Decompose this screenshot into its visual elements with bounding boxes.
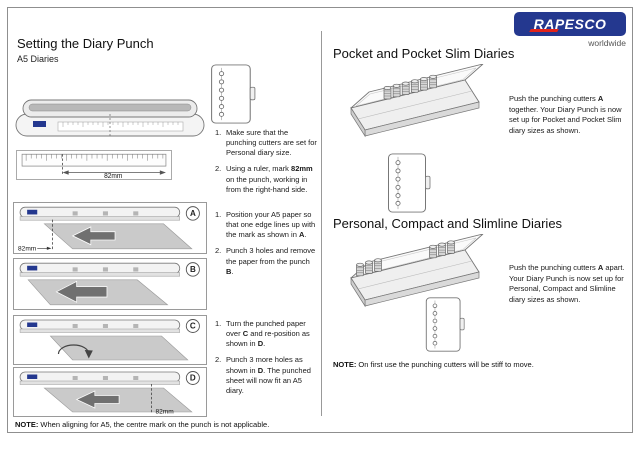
ruler-drawing: 82mm bbox=[21, 153, 167, 179]
open-punch-apart-illustration bbox=[335, 234, 507, 326]
panel-b-drawing: B bbox=[19, 262, 200, 306]
figure-panel-a: 82mm A bbox=[13, 202, 207, 254]
paper-sheet bbox=[43, 223, 193, 250]
position-steps: 1. Position your A5 paper so that one ed… bbox=[215, 210, 317, 277]
panel-letter: A bbox=[190, 209, 196, 218]
figure-panel-d: 82mm D bbox=[13, 367, 207, 417]
diary-drawing bbox=[388, 153, 431, 213]
personal-section-title: Personal, Compact and Slimline Diaries bbox=[333, 216, 563, 231]
measure-label: 82mm bbox=[155, 409, 173, 416]
rapesco-logo-box: RAPESCO bbox=[514, 12, 626, 36]
step-item: 1. Turn the punched paper over C and re-… bbox=[215, 319, 317, 349]
note-label: NOTE: bbox=[15, 420, 39, 429]
figure-panel-c: C bbox=[13, 315, 207, 365]
panel-letter-circle bbox=[185, 262, 200, 277]
step-number: 1. bbox=[215, 128, 222, 137]
punch-front-view bbox=[19, 371, 181, 385]
direction-arrow bbox=[55, 280, 108, 303]
figure-panel-b: B bbox=[13, 258, 207, 310]
measure-label: 82mm bbox=[104, 173, 123, 179]
note-text: When aligning for A5, the centre mark on… bbox=[38, 420, 270, 429]
open-punch-together-illustration bbox=[335, 64, 507, 156]
diary-drawing bbox=[425, 297, 465, 352]
step-number: 2. bbox=[215, 164, 222, 174]
page-subtitle: A5 Diaries bbox=[17, 54, 59, 64]
panel-d-drawing: 82mm D bbox=[19, 371, 200, 416]
step-item: 2. Punch 3 holes and remove the paper fr… bbox=[215, 246, 317, 276]
pocket-section-title: Pocket and Pocket Slim Diaries bbox=[333, 46, 515, 61]
punch-front-view bbox=[19, 262, 181, 277]
step-item: 2. Using a ruler, mark 82mm on the punch… bbox=[215, 164, 317, 194]
personal-section-body: Push the punching cutters A apart. Your … bbox=[509, 263, 625, 304]
punch-front-view bbox=[19, 319, 181, 333]
measure-label: 82mm bbox=[18, 245, 37, 252]
direction-arrow bbox=[75, 390, 120, 409]
punch-device-drawing bbox=[15, 99, 205, 137]
step-number: 2. bbox=[215, 246, 222, 256]
logo-text: RAPESCO bbox=[533, 16, 607, 32]
open-punch-drawing bbox=[350, 64, 484, 138]
right-note: NOTE: On first use the punching cutters … bbox=[333, 360, 625, 369]
step-text: Punch 3 holes and remove the paper from … bbox=[226, 246, 316, 276]
step-text: Turn the punched paper over C and re-pos… bbox=[226, 319, 310, 349]
panel-a-drawing: 82mm A bbox=[18, 206, 200, 252]
column-divider bbox=[321, 31, 322, 416]
step-number: 1. bbox=[215, 210, 222, 219]
instruction-sheet: RAPESCO worldwide Setting the Diary Punc… bbox=[7, 7, 633, 433]
logo-tagline: worldwide bbox=[588, 38, 626, 48]
diary-drawing bbox=[211, 64, 256, 124]
panel-letter-circle bbox=[185, 206, 200, 221]
step-text: Using a ruler, mark 82mm on the punch, w… bbox=[226, 164, 313, 194]
punch-device-illustration bbox=[13, 92, 208, 147]
panel-letter: B bbox=[190, 265, 196, 274]
open-punch-drawing bbox=[350, 234, 484, 308]
left-note: NOTE: When aligning for A5, the centre m… bbox=[15, 420, 317, 429]
direction-arrow bbox=[71, 226, 116, 246]
personal-diary-icon bbox=[424, 296, 466, 353]
panel-c-drawing: C bbox=[19, 319, 200, 361]
paper-sheet bbox=[49, 335, 189, 361]
step-item: 1. Position your A5 paper so that one ed… bbox=[215, 210, 317, 240]
note-label: NOTE: bbox=[333, 360, 357, 369]
punching-cutters-apart bbox=[356, 240, 455, 277]
setup-steps: 1. Make sure that the punching cutters a… bbox=[215, 128, 317, 195]
step-number: 1. bbox=[215, 319, 222, 328]
panel-letter: C bbox=[190, 322, 196, 331]
step-number: 2. bbox=[215, 355, 222, 365]
turn-steps: 1. Turn the punched paper over C and re-… bbox=[215, 319, 317, 396]
note-text: On first use the punching cutters will b… bbox=[356, 360, 534, 369]
pocket-diary-icon bbox=[386, 152, 432, 214]
step-item: 2. Punch 3 more holes as shown in D. The… bbox=[215, 355, 317, 396]
panel-letter: D bbox=[190, 374, 196, 383]
step-text: Position your A5 paper so that one edge … bbox=[226, 210, 316, 240]
brand-logo: RAPESCO worldwide bbox=[514, 12, 626, 48]
panel-letter-circle bbox=[185, 319, 200, 333]
a5-diary-icon bbox=[209, 63, 257, 125]
step-item: 1. Make sure that the punching cutters a… bbox=[215, 128, 317, 158]
panel-letter-circle bbox=[185, 371, 200, 385]
punching-cutters-together bbox=[383, 74, 437, 100]
step-text: Punch 3 more holes as shown in D. The pu… bbox=[226, 355, 311, 395]
pocket-section-body: Push the punching cutters A together. Yo… bbox=[509, 94, 622, 135]
page-title: Setting the Diary Punch bbox=[17, 36, 154, 51]
punch-front-view bbox=[19, 206, 181, 221]
step-text: Make sure that the punching cutters are … bbox=[226, 128, 317, 158]
ruler-illustration: 82mm bbox=[16, 150, 172, 180]
punch-logo-mark bbox=[33, 121, 46, 127]
